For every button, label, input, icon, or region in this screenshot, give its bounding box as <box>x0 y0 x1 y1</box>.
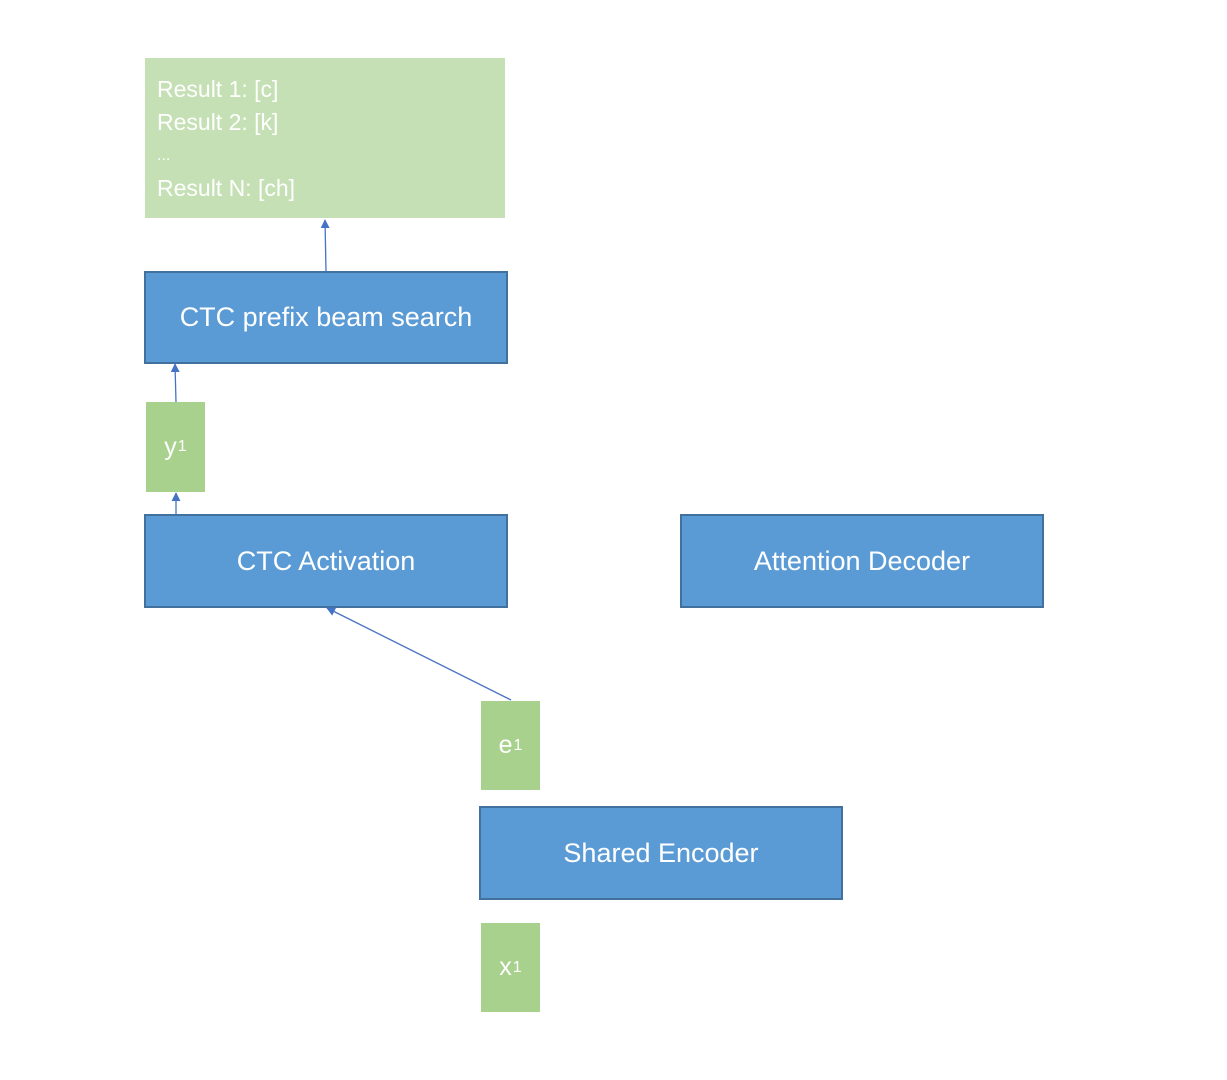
attention-decoder-label: Attention Decoder <box>753 545 971 576</box>
shared-encoder-label: Shared Encoder <box>563 837 759 868</box>
ctc-prefix-beam-search-label: CTC prefix beam search <box>179 302 473 332</box>
result-line-1: Result 1: [c] <box>157 76 279 102</box>
shared-encoder-block: Shared Encoder <box>479 806 843 900</box>
result-line-ellipsis: ... <box>157 147 171 164</box>
beam-search-results: Result 1: [c] Result 2: [k] ... Result N… <box>145 58 505 218</box>
arrow-y1-to-beam-search <box>170 363 180 403</box>
token-e1-base: e <box>498 731 513 759</box>
token-y1-base: y <box>164 432 177 461</box>
arrow-beam-search-to-results <box>320 219 330 272</box>
token-y1-sub: 1 <box>177 438 187 455</box>
attention-decoder-block: Attention Decoder <box>680 514 1044 608</box>
ctc-prefix-beam-search-block: CTC prefix beam search <box>144 271 508 364</box>
token-x1-base: x <box>499 953 512 981</box>
arrow-e1-to-ctc-activation <box>326 607 512 701</box>
token-x1-sub: 1 <box>512 958 522 976</box>
token-e1-sub: 1 <box>513 736 523 754</box>
ctc-activation-block: CTC Activation <box>144 514 508 608</box>
result-line-2: Result 2: [k] <box>157 109 279 135</box>
ctc-activation-label: CTC Activation <box>236 545 416 576</box>
result-line-n: Result N: [ch] <box>157 175 296 201</box>
